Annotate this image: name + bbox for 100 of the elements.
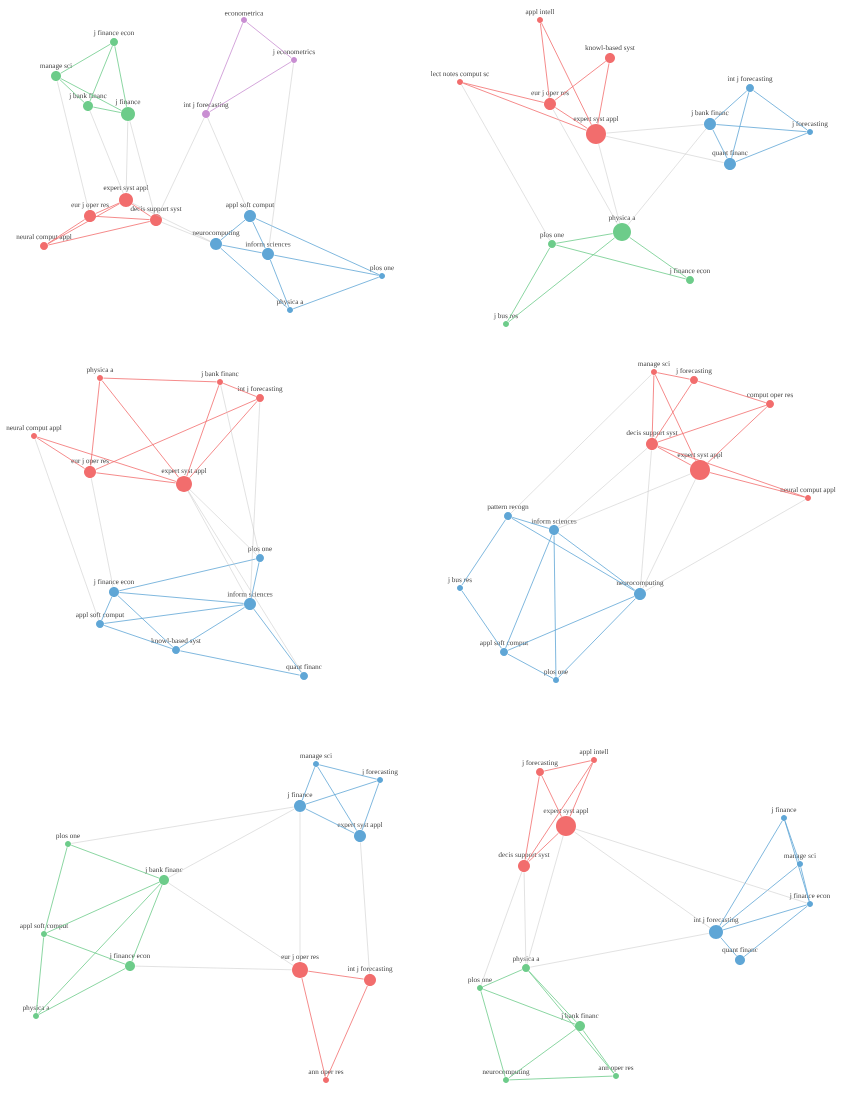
network-link (47, 221, 151, 246)
network-link (707, 406, 768, 464)
network-link (553, 535, 557, 677)
network-link (96, 216, 150, 220)
network-link (554, 107, 588, 129)
network-link (131, 203, 152, 217)
network-link (36, 437, 86, 469)
network-link (189, 400, 258, 479)
network-link (784, 820, 800, 862)
network-link (307, 970, 365, 980)
network-link (252, 221, 266, 249)
network-link (269, 259, 290, 308)
network-link (526, 835, 564, 964)
network-link (462, 82, 545, 103)
network-link (731, 91, 750, 159)
network-link (92, 106, 122, 113)
network-link (640, 450, 652, 588)
network-link (508, 237, 615, 323)
network-link (524, 775, 540, 861)
network-link (220, 219, 246, 241)
network-link (220, 385, 260, 554)
network-link (507, 653, 554, 679)
network-link (207, 22, 244, 111)
network-link (482, 969, 523, 988)
network-link (268, 63, 294, 248)
network-link (158, 117, 205, 215)
network-link (301, 766, 316, 801)
network-link (35, 936, 45, 1013)
network-link (95, 202, 120, 214)
network-link (721, 865, 798, 928)
network-link (605, 136, 724, 163)
network-link (507, 247, 551, 322)
network-link (46, 881, 160, 933)
network-link (209, 61, 292, 113)
network-link (44, 846, 68, 932)
network-link (697, 380, 767, 404)
network-link (38, 968, 126, 1015)
network-link (657, 445, 806, 498)
network-link (582, 1029, 615, 1074)
network-link (95, 472, 177, 484)
network-link (606, 124, 704, 134)
network-link (461, 590, 502, 649)
network-link (712, 129, 728, 159)
network-link (743, 905, 808, 957)
network-link (655, 374, 696, 461)
network-link (543, 760, 592, 772)
network-link (187, 491, 248, 599)
network-link (59, 79, 85, 103)
network-link (575, 828, 807, 904)
network-link (482, 988, 576, 1025)
network-link (292, 276, 380, 310)
network-link (629, 237, 687, 278)
network-link (118, 592, 244, 604)
network-link (720, 937, 737, 957)
network-link (95, 399, 257, 470)
network-link (360, 842, 370, 974)
network-link (541, 22, 592, 126)
network-link (505, 534, 553, 649)
network-link (221, 244, 263, 254)
network-link (462, 82, 587, 131)
network-link (188, 490, 302, 673)
network-link (318, 764, 378, 780)
network-link (722, 904, 808, 931)
network-link (557, 598, 636, 678)
network-link (161, 222, 211, 242)
network-link (179, 650, 301, 676)
network-link (541, 775, 562, 817)
network-link (540, 23, 550, 99)
network-link (301, 977, 326, 1078)
network-link (507, 596, 635, 651)
network-link (103, 377, 217, 383)
network-link (89, 110, 124, 194)
network-link (47, 203, 120, 245)
network-link (250, 402, 261, 598)
network-link (528, 832, 559, 862)
network-link (37, 883, 161, 1014)
network-link (800, 866, 810, 902)
network-link (317, 766, 358, 831)
network-link (118, 558, 257, 592)
network-link (508, 1028, 576, 1079)
network-link (47, 219, 86, 244)
network-link (103, 625, 173, 649)
network-link (597, 62, 610, 125)
network-link (509, 1075, 613, 1081)
network-link (530, 933, 709, 968)
network-link (784, 820, 810, 902)
network-link (255, 218, 380, 275)
network-link (34, 438, 99, 621)
network-link (91, 478, 114, 587)
network-link (557, 532, 636, 591)
network-link (753, 90, 808, 131)
network-link (129, 120, 155, 215)
network-link (555, 233, 614, 244)
network-link (461, 519, 506, 586)
network-link (305, 780, 378, 805)
network-link (510, 374, 652, 514)
network-link (645, 499, 806, 592)
network-link (480, 990, 506, 1078)
network-link (101, 380, 180, 478)
network-link (168, 808, 295, 878)
